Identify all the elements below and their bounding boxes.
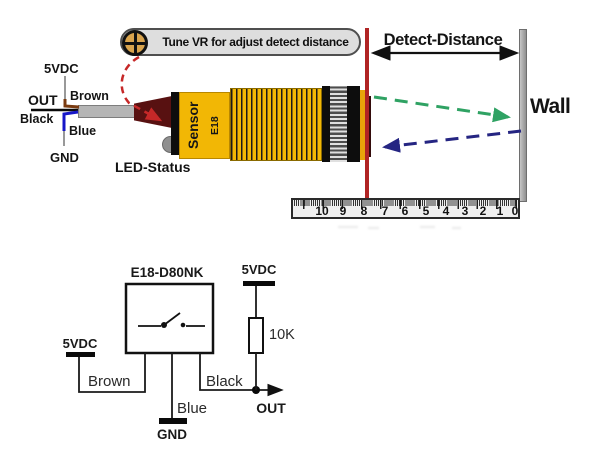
- ruler-mark: 2: [479, 204, 487, 218]
- pullup-resistor: [248, 317, 264, 354]
- schematic-gnd-label: GND: [157, 427, 187, 442]
- ruler-mark: 0: [511, 204, 519, 218]
- watermark-smudge: [420, 226, 435, 228]
- distance-ruler: 10 9 8 7 6 5 4 3 2 1 0: [291, 198, 520, 219]
- schematic-box: [124, 282, 215, 355]
- vcc-left-rail: [66, 352, 95, 357]
- schematic-out-label: OUT: [256, 400, 286, 416]
- gnd-rail: [159, 418, 187, 424]
- ruler-mark: 9: [339, 204, 347, 218]
- ruler-mark: 3: [461, 204, 469, 218]
- schematic-5vdc-right: 5VDC: [241, 262, 277, 277]
- schematic-brown-label: Brown: [88, 373, 131, 390]
- tune-vr-callout: Tune VR for adjust detect distance: [120, 28, 361, 56]
- top-label-gnd: GND: [50, 150, 79, 165]
- junction-dot: [252, 386, 260, 394]
- schematic-title: E18-D80NK: [130, 265, 204, 280]
- sensor-body-text: Sensor: [185, 101, 201, 150]
- sensor-front-ring: [360, 90, 366, 160]
- switch-pivot-dot: [161, 322, 167, 328]
- ruler-mark: 7: [381, 204, 389, 218]
- sensor-body: [179, 92, 230, 159]
- sensor-cable: [78, 105, 136, 118]
- wall-label: Wall: [530, 95, 571, 118]
- switch-arm: [163, 312, 181, 326]
- vr-trimmer-icon: [122, 30, 148, 56]
- top-label-blue: Blue: [69, 124, 97, 138]
- vcc-right-rail: [243, 281, 275, 286]
- ruler-mark: 8: [360, 204, 368, 218]
- watermark-smudge: [368, 227, 379, 229]
- schematic-black-label: Black: [206, 373, 243, 390]
- ruler-mark: 10: [315, 204, 329, 218]
- top-label-5vdc: 5VDC: [44, 61, 79, 76]
- sensor-back-cap: [134, 96, 172, 128]
- ruler-major-ticks: [294, 200, 517, 209]
- wall-bar: [519, 29, 527, 202]
- detect-distance-label: Detect-Distance: [383, 31, 503, 49]
- schematic-blue-label: Blue: [177, 400, 208, 417]
- top-label-black: Black: [20, 112, 54, 126]
- top-label-out: OUT: [28, 92, 58, 108]
- detection-reference-line: [365, 28, 369, 207]
- ruler-mark: 1: [496, 204, 504, 218]
- ruler-mark: 5: [422, 204, 430, 218]
- ruler-mark: 6: [401, 204, 409, 218]
- watermark-smudge: [338, 226, 358, 228]
- sensor-back-plate: [171, 92, 179, 155]
- top-label-brown: Brown: [70, 89, 109, 103]
- sensor-nut: [322, 86, 360, 162]
- tune-vr-callout-text: Tune VR for adjust detect distance: [162, 35, 349, 49]
- led-status-label: LED-Status: [115, 159, 191, 175]
- switch-contact-dot: [180, 322, 186, 328]
- sensor-model-text: E18: [209, 116, 221, 135]
- sensor-threaded-barrel: [230, 88, 322, 161]
- emitted-beam-arrow: [373, 95, 511, 123]
- schematic-resistor-label: 10K: [269, 327, 295, 343]
- sensor-nut-thread-band: [330, 86, 347, 162]
- reflected-beam-arrow: [382, 129, 522, 153]
- watermark-smudge: [452, 227, 461, 229]
- ruler-mark: 4: [442, 204, 450, 218]
- schematic-5vdc-left: 5VDC: [62, 336, 98, 351]
